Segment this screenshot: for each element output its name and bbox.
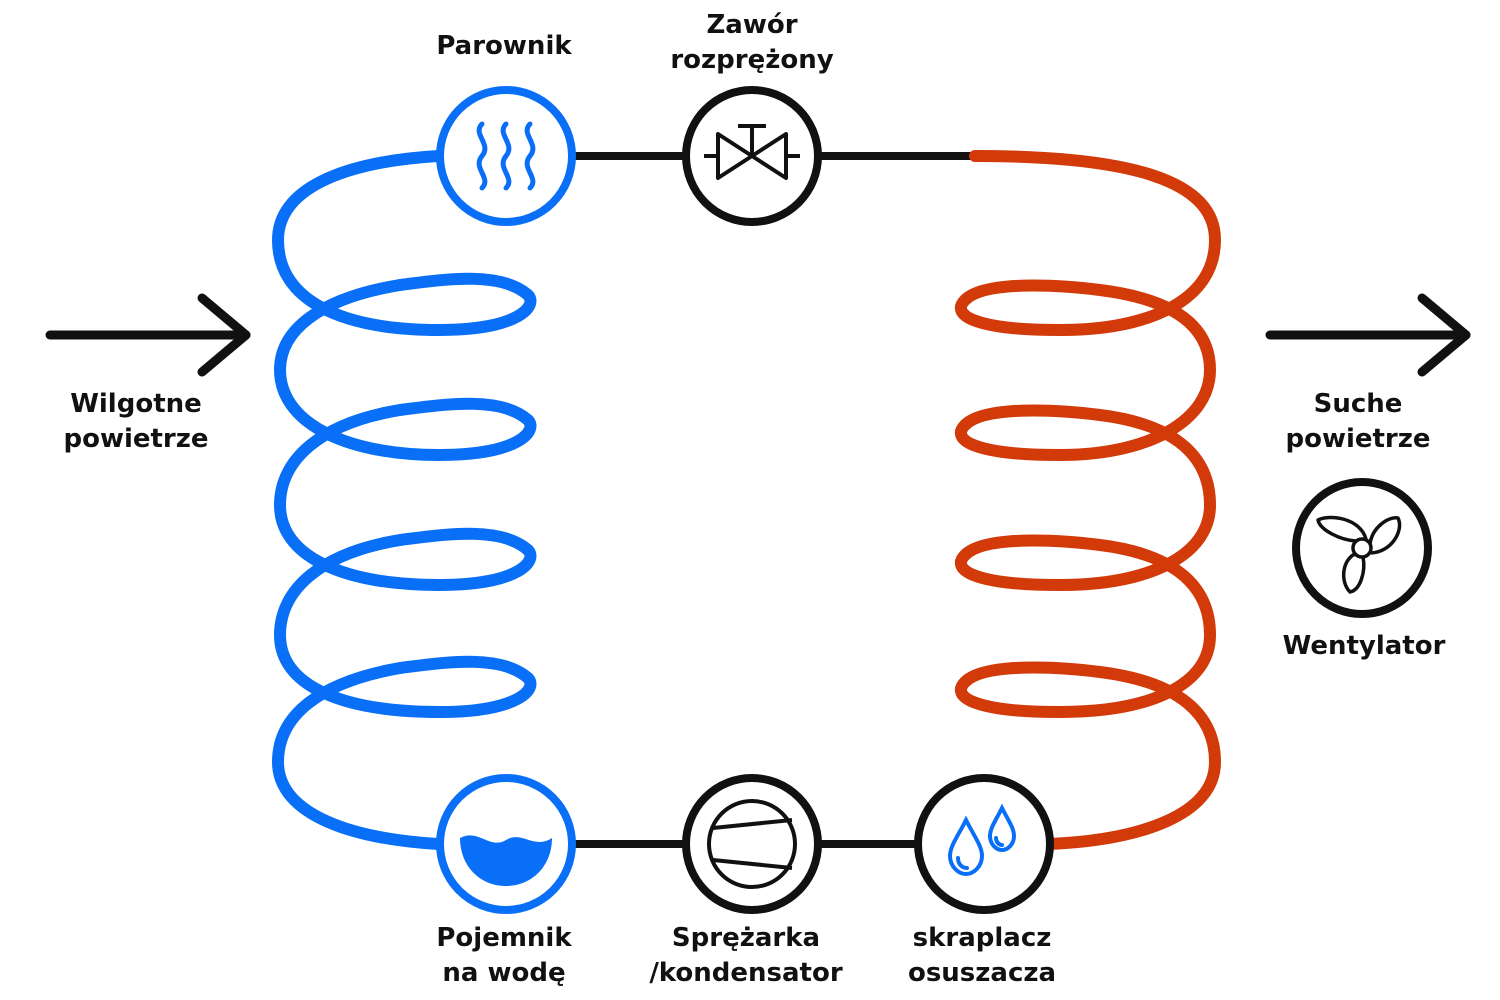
valve-label-line2: rozprężony — [670, 45, 833, 75]
tank-label-line2: na wodę — [442, 958, 565, 988]
expansion-valve-icon — [704, 124, 800, 180]
tank-label-line1: Pojemnik — [436, 923, 572, 953]
expansion-valve-node — [682, 86, 822, 226]
water-tank-node — [436, 774, 576, 914]
heat-waves-icon — [476, 121, 536, 191]
evaporator-coil — [272, 150, 537, 850]
arrow-right-icon — [45, 293, 251, 377]
arrow-right-icon — [1265, 293, 1471, 377]
compressor-label-line1: Sprężarka — [672, 923, 820, 953]
water-drops-icon — [947, 803, 1017, 877]
compressor-node — [682, 774, 822, 914]
valve-label-line1: Zawór — [706, 10, 797, 40]
dry-air-label-line2: powietrze — [1285, 424, 1430, 454]
condenser-node — [914, 774, 1054, 914]
fan-node — [1292, 478, 1432, 618]
condenser-label-line2: osuszacza — [908, 958, 1056, 988]
black-pipes — [575, 152, 975, 848]
condenser-label-line1: skraplacz — [913, 923, 1052, 953]
humid-air-label-line2: powietrze — [63, 424, 208, 454]
humid-air-label-line1: Wilgotne — [70, 389, 202, 419]
fan-label: Wentylator — [1283, 631, 1446, 661]
water-tank-icon — [460, 835, 552, 886]
dry-air-label-line1: Suche — [1314, 389, 1403, 419]
evaporator-node — [436, 86, 576, 226]
evaporator-label: Parownik — [436, 31, 572, 61]
fan-icon — [1316, 515, 1402, 594]
compressor-icon — [707, 799, 797, 889]
compressor-label-line2: /kondensator — [649, 958, 843, 988]
condenser-coil — [955, 150, 1221, 850]
